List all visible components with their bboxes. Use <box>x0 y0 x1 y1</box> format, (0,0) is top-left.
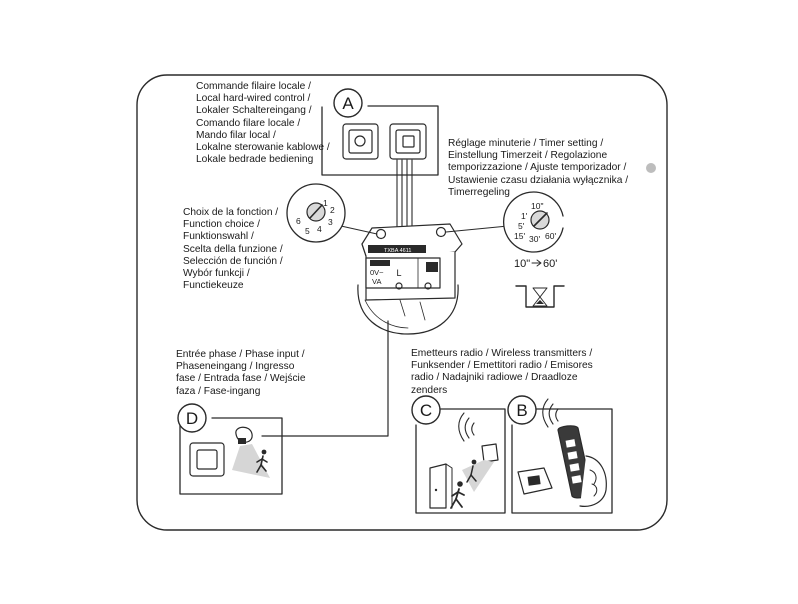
local-switch-panel <box>321 105 439 176</box>
function-dial-1: 1 <box>323 198 328 208</box>
timer-range-to: 60' <box>543 258 557 270</box>
label-b-circle <box>507 395 537 425</box>
timer-dial-5m: 5' <box>518 221 525 231</box>
timer-range-arrow <box>531 259 542 267</box>
timer-module <box>357 223 463 335</box>
timer-dial-1m: 1' <box>521 211 528 221</box>
hourglass-icon <box>515 285 565 308</box>
walking-person-icon <box>256 449 268 473</box>
remote-transmitter-panel <box>511 398 613 514</box>
terminal-l: L <box>396 268 401 278</box>
function-dial-4: 4 <box>317 224 322 234</box>
function-dial-6: 6 <box>296 216 301 226</box>
label-b: B <box>516 401 527 420</box>
function-dial <box>286 183 378 243</box>
label-a-circle <box>333 88 363 118</box>
caption-local-control: Commande filaire locale / Local hard-wir… <box>196 81 330 166</box>
timer-dial-30m: 30' <box>529 234 540 244</box>
label-c: C <box>420 401 432 420</box>
label-a: A <box>342 94 354 113</box>
caption-radio-transmitters: Emetteurs radio / Wireless transmitters … <box>411 348 593 396</box>
phase-input-panel <box>179 417 283 495</box>
side-dot <box>646 163 656 173</box>
terminal-text-va: VA <box>372 277 381 286</box>
walking-adult-icon <box>450 481 465 509</box>
door-transmitter-panel <box>415 408 506 514</box>
timer-dial <box>445 191 564 253</box>
walking-child-icon <box>466 459 477 483</box>
label-d: D <box>186 409 198 428</box>
timer-range-from: 10" <box>514 258 530 270</box>
timer-dial-10s: 10" <box>531 201 543 211</box>
function-dial-3: 3 <box>328 217 333 227</box>
label-d-circle <box>177 403 207 433</box>
caption-timer-setting: Réglage minuterie / Timer setting / Eins… <box>448 138 629 198</box>
timer-dial-15m: 15' <box>514 231 525 241</box>
label-c-circle <box>411 395 441 425</box>
caption-function-choice: Choix de la fonction / Function choice /… <box>183 207 283 292</box>
module-model: TXBA 4611 <box>384 248 411 254</box>
caption-phase-input: Entrée phase / Phase input / Phaseneinga… <box>176 349 306 397</box>
function-dial-5: 5 <box>305 226 310 236</box>
function-dial-2: 2 <box>330 205 335 215</box>
terminal-text-0v: 0V~ <box>370 268 384 277</box>
phase-wire <box>261 320 389 437</box>
control-wires <box>396 159 413 233</box>
outer-frame <box>136 74 668 531</box>
timer-dial-60m: 60' <box>545 231 556 241</box>
